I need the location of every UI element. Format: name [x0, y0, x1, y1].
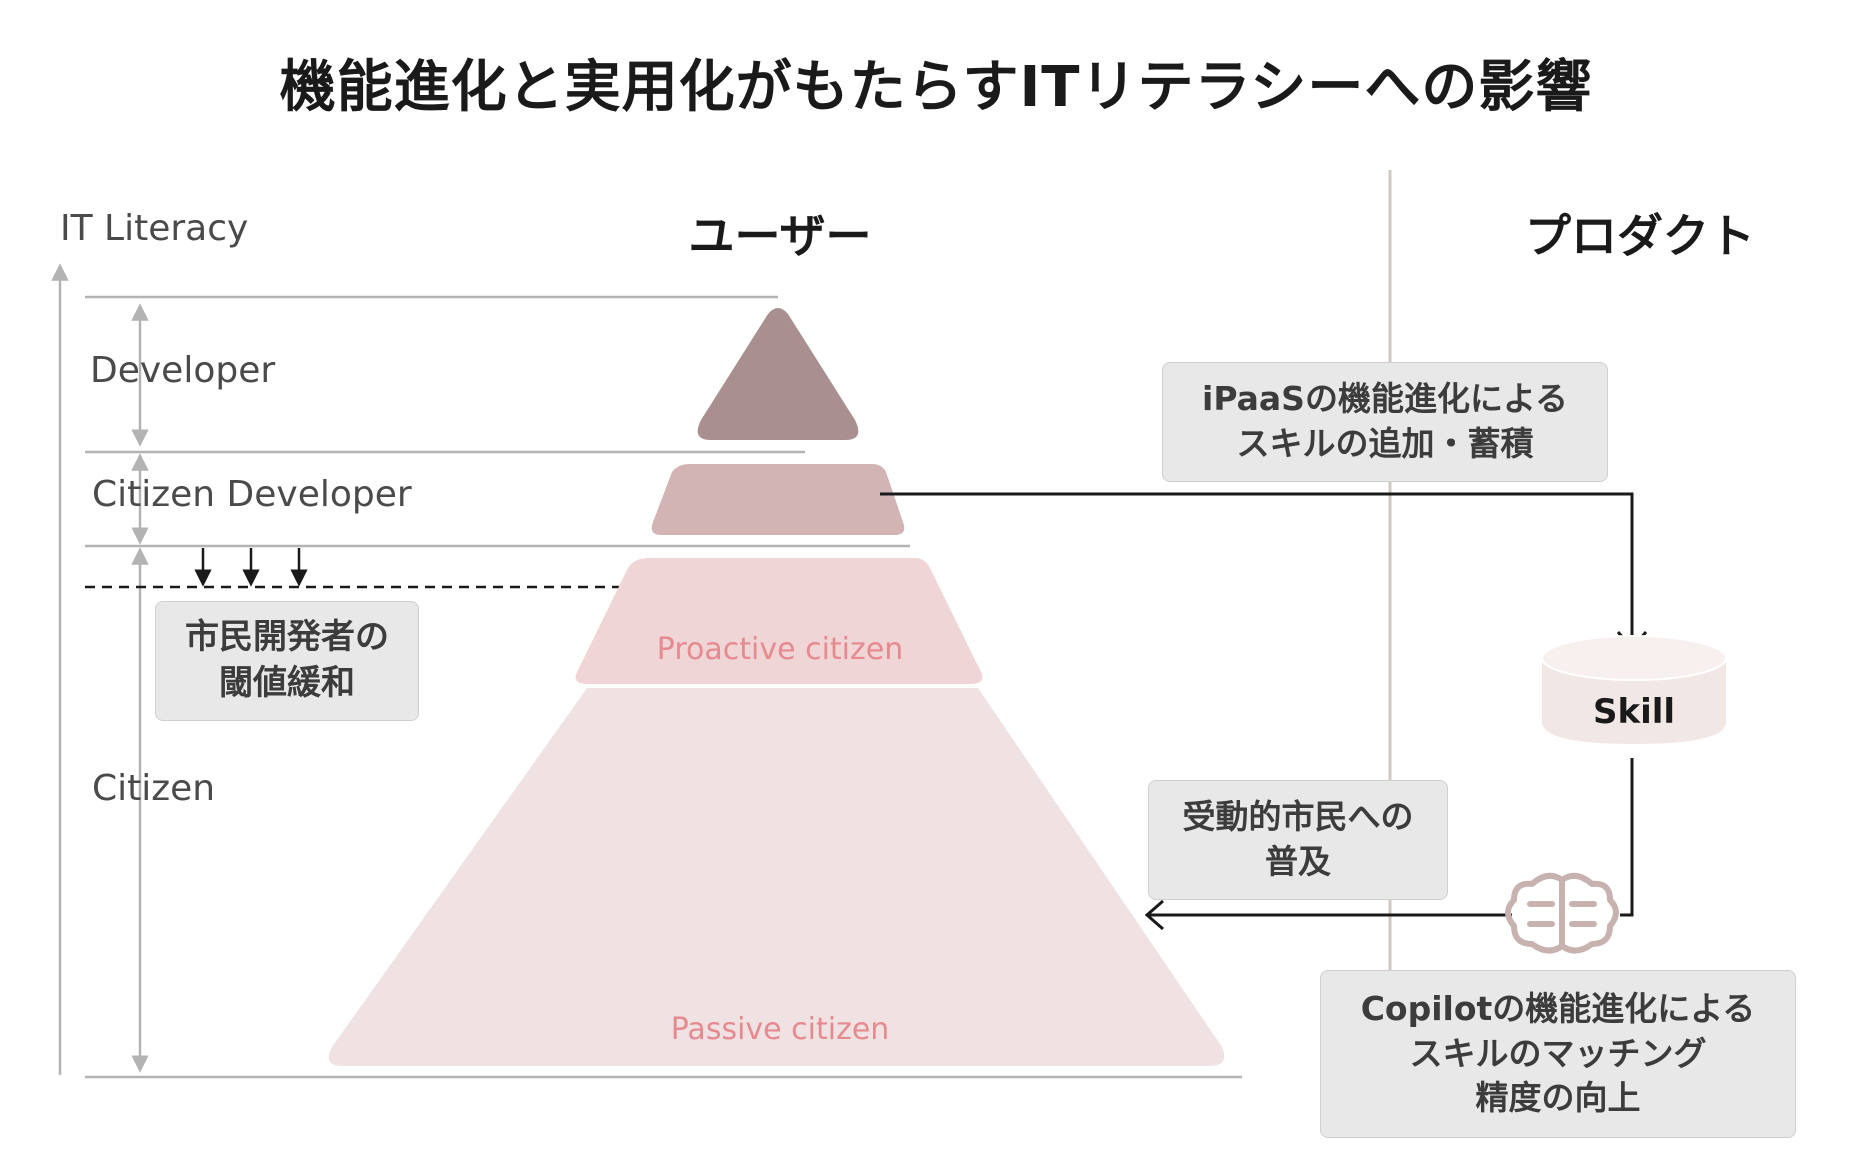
- proactive-citizen-label: Proactive citizen: [656, 632, 904, 667]
- copilot-flow-arrow-head: [1144, 899, 1164, 931]
- citizen-developer-tier-label: Citizen Developer: [92, 474, 412, 515]
- user-column-header: ユーザー: [688, 209, 872, 263]
- passive-spread-note: 受動的市民への 普及: [1148, 780, 1448, 900]
- passive-citizen-label: Passive citizen: [670, 1012, 890, 1047]
- brain-icon: [1505, 872, 1619, 954]
- product-column-header: プロダクト: [1525, 209, 1755, 263]
- copilot-note-line-2: スキルのマッチング: [1409, 1033, 1707, 1073]
- copilot-note-line-3: 精度の向上: [1475, 1078, 1641, 1118]
- proactive-citizen-tier: [575, 558, 983, 684]
- threshold-note-line-1: 市民開発者の: [185, 617, 389, 658]
- copilot-evolution-note: Copilotの機能進化による スキルのマッチング 精度の向上: [1320, 970, 1796, 1138]
- developer-tier-label: Developer: [90, 350, 276, 391]
- it-literacy-axis-label: IT Literacy: [60, 208, 249, 249]
- ipaas-note-line-1: iPaaSの機能進化による: [1202, 379, 1568, 419]
- page-title: 機能進化と実用化がもたらすITリテラシーへの影響: [279, 55, 1593, 120]
- ipaas-flow-arrow: [880, 492, 1634, 643]
- citizen-developer-tier: [651, 464, 905, 535]
- ipaas-note-line-2: スキルの追加・蓄積: [1236, 424, 1534, 463]
- spread-note-line-2: 普及: [1265, 842, 1331, 881]
- copilot-note-line-1: Copilotの機能進化による: [1360, 989, 1756, 1029]
- threshold-note-line-2: 閾値緩和: [219, 663, 355, 703]
- spread-note-line-1: 受動的市民への: [1182, 797, 1414, 837]
- passive-citizen-tier: [328, 688, 1225, 1066]
- skill-database-label: Skill: [1592, 692, 1676, 732]
- skill-database: [1541, 635, 1727, 744]
- skill-to-copilot-line: [1620, 758, 1634, 917]
- ipaas-evolution-note: iPaaSの機能進化による スキルの追加・蓄積: [1162, 362, 1608, 482]
- threshold-relaxation-note: 市民開発者の 閾値緩和: [155, 601, 419, 721]
- developer-tier: [697, 308, 859, 440]
- citizen-tier-label: Citizen: [92, 768, 216, 809]
